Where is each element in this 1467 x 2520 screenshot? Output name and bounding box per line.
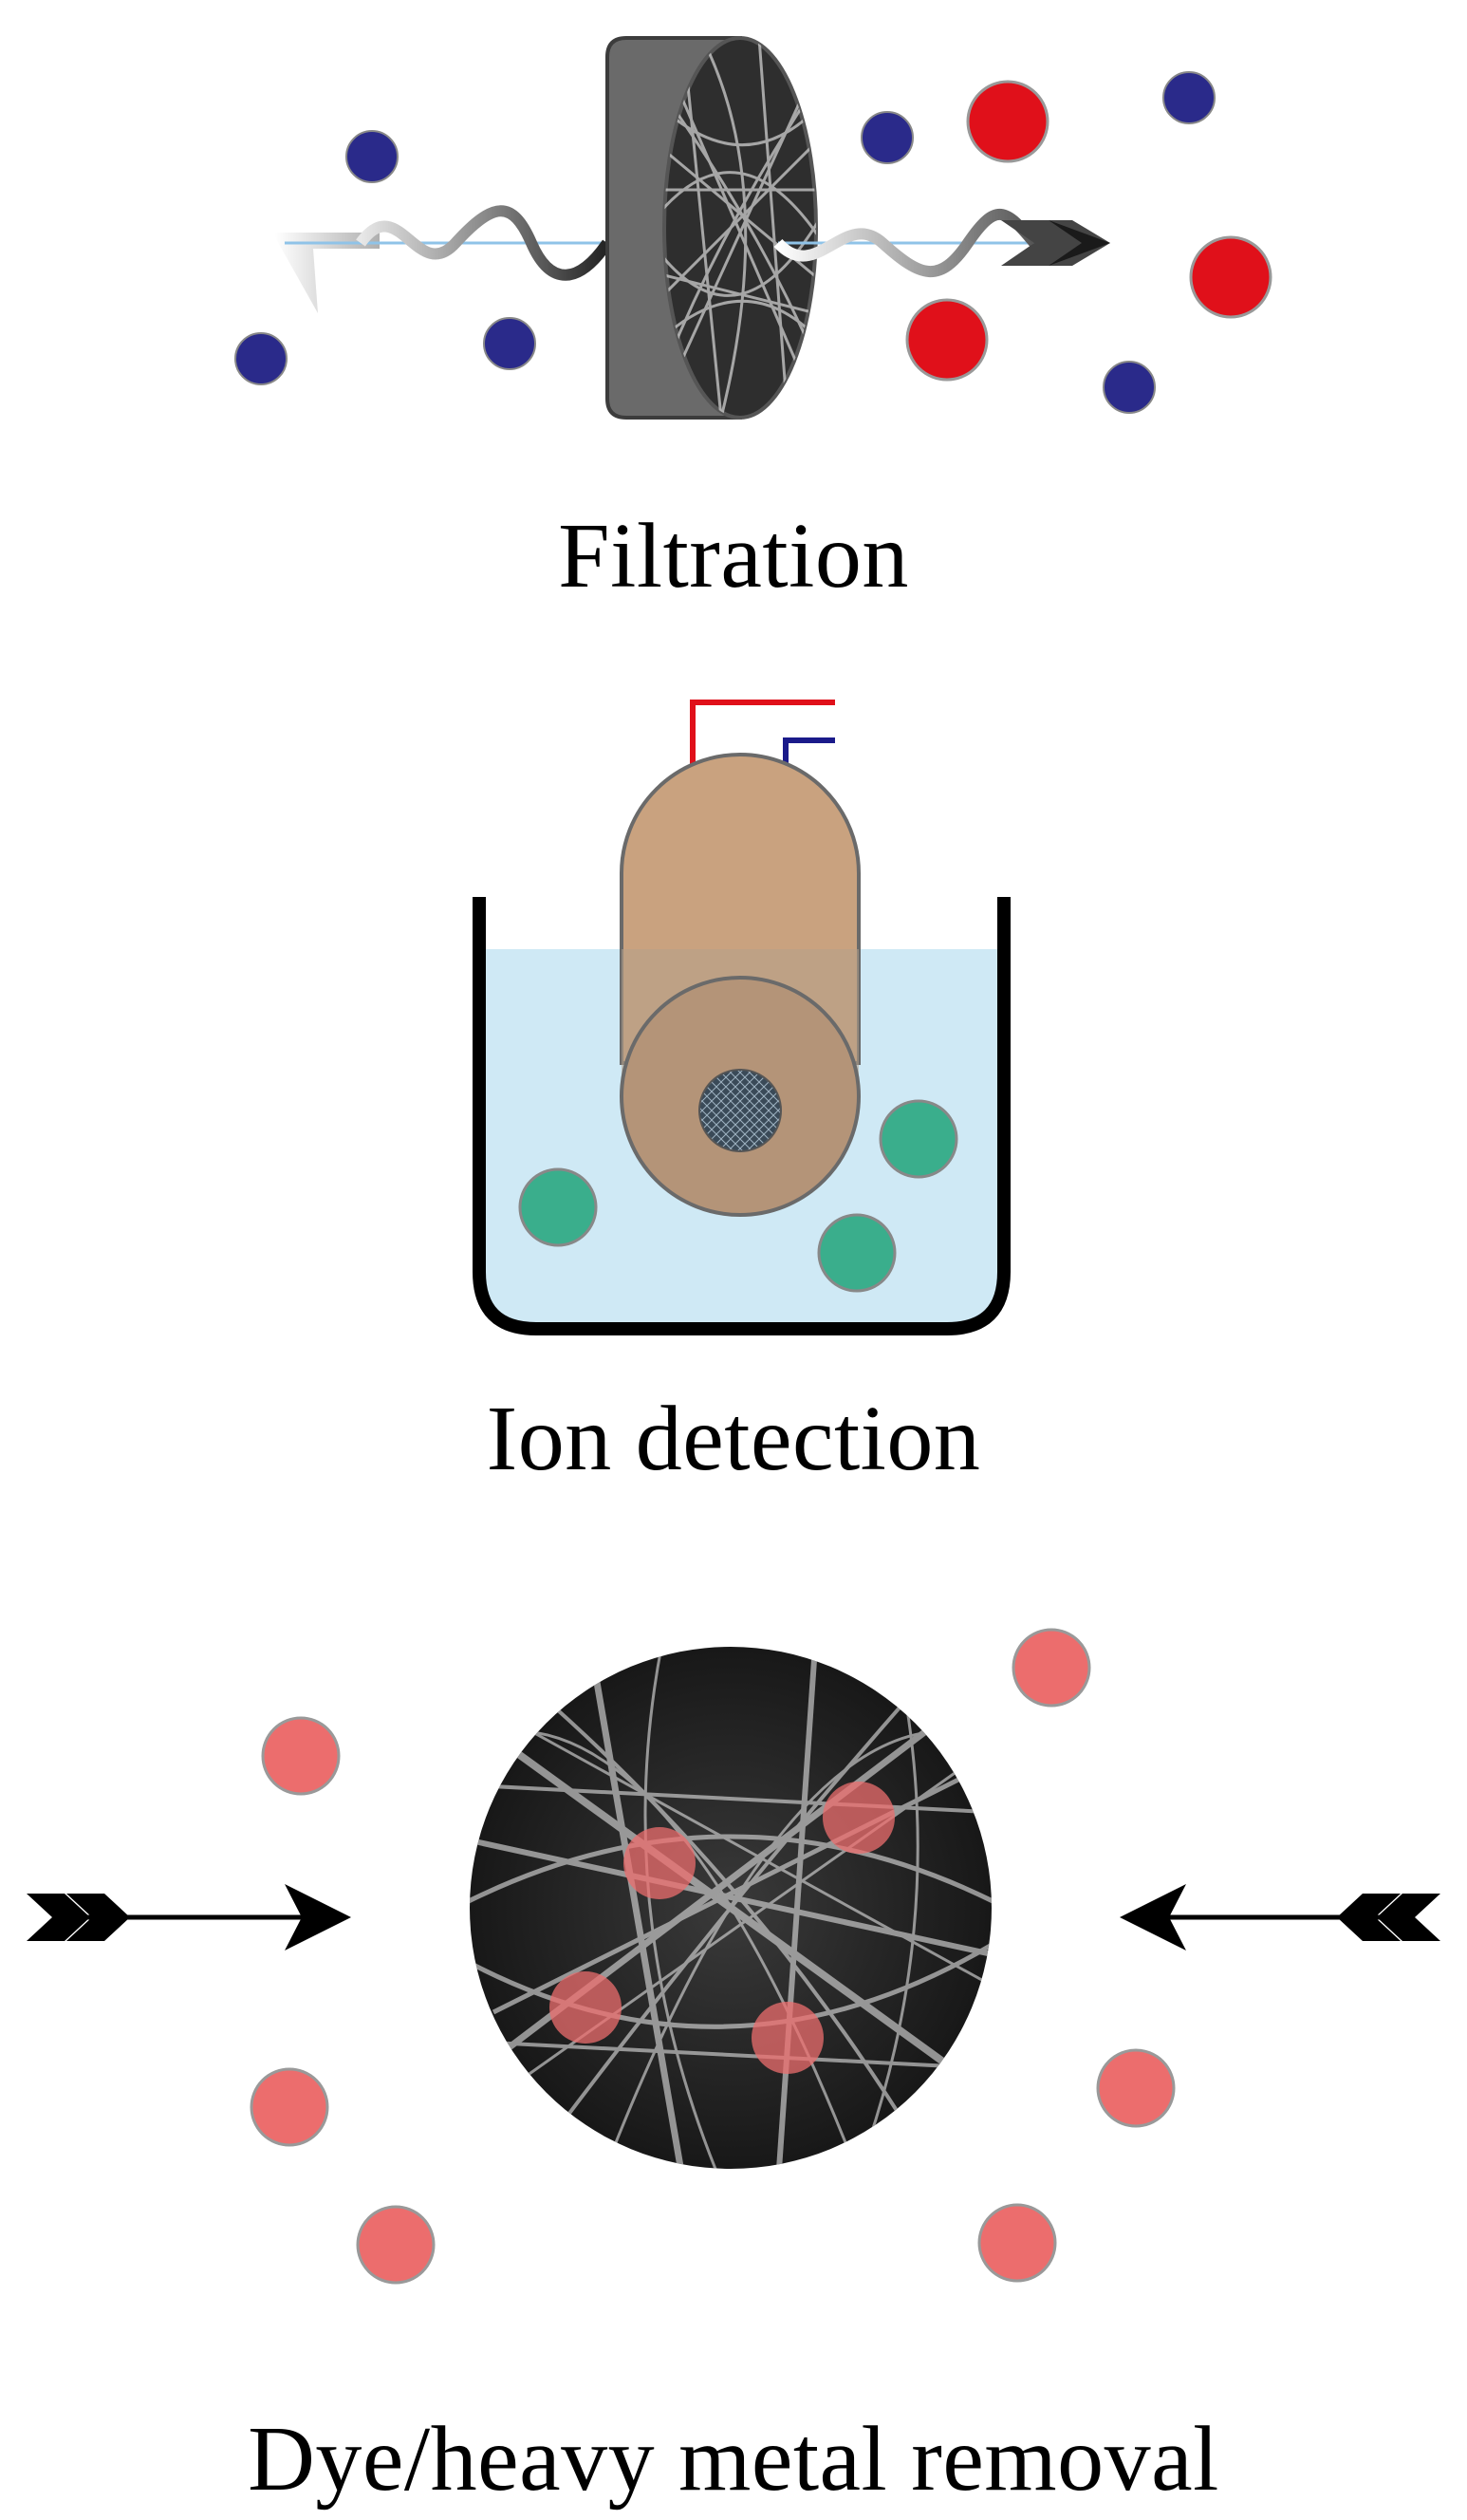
electrode-body-icon xyxy=(620,753,861,1217)
beaker-icon xyxy=(473,897,1011,1335)
arrow-right-icon xyxy=(27,1884,351,1951)
filtration-panel xyxy=(0,0,1467,437)
caption-filtration: Filtration xyxy=(558,505,909,607)
free-dye-particles xyxy=(250,1628,1176,2285)
caption-ion-detection: Ion detection xyxy=(486,1388,981,1490)
dye-removal-diagram xyxy=(27,1628,1440,2285)
small-particles-right xyxy=(861,71,1216,414)
dye-removal-panel xyxy=(0,1595,1467,2354)
caption-dye-removal: Dye/heavy metal removal xyxy=(248,2408,1219,2511)
membrane-filter-icon xyxy=(605,36,818,420)
small-particles-left xyxy=(234,130,536,385)
nanofiber-sphere-icon xyxy=(470,1647,992,2169)
ion-detection-panel xyxy=(0,664,1467,1348)
arrow-head-icon xyxy=(773,209,1110,277)
arrow-tail-icon xyxy=(275,205,612,313)
ion-detection-diagram xyxy=(473,700,1011,1335)
adsorbed-dye-particles xyxy=(549,1782,895,2074)
filtration-diagram xyxy=(234,36,1272,420)
large-particles xyxy=(905,80,1272,382)
arrow-left-icon xyxy=(1120,1884,1440,1951)
ion-particles xyxy=(518,1099,958,1293)
